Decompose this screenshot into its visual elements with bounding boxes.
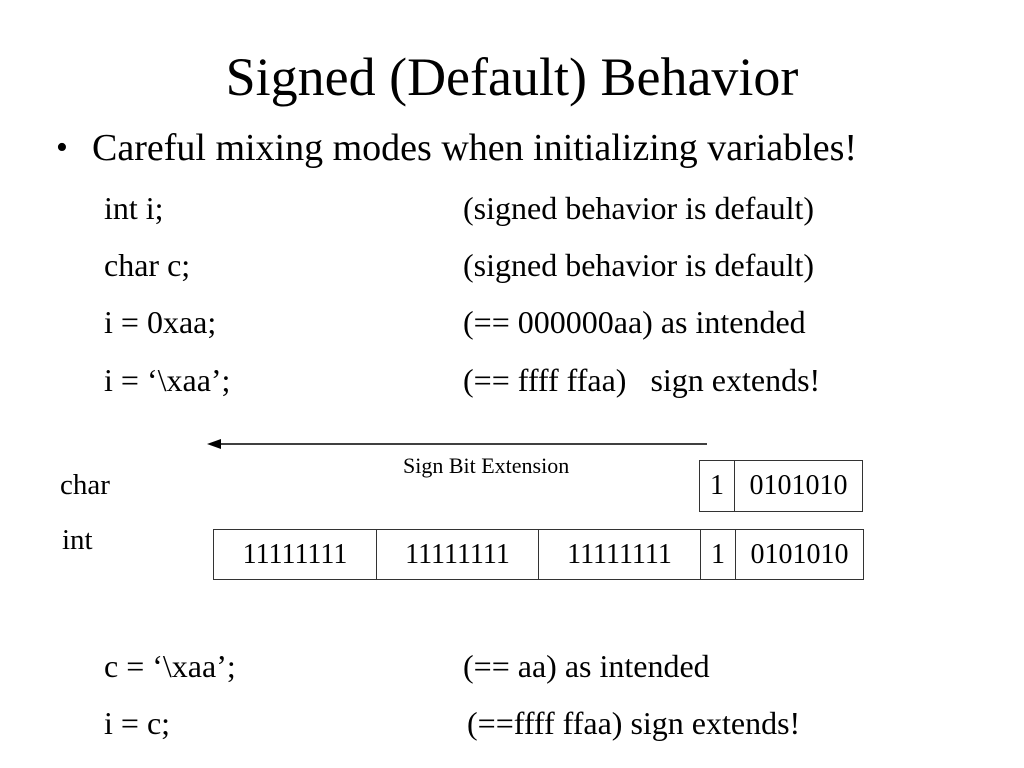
comment-int-decl: (signed behavior is default) (463, 190, 814, 226)
int-byte-cell: 11111111 (539, 530, 701, 579)
bullet-text: Careful mixing modes when initializing v… (92, 127, 858, 169)
int-sign-bit-cell: 1 (701, 530, 736, 579)
bullet-dot: • (56, 129, 68, 166)
int-bit-box: 11111111 11111111 11111111 1 0101010 (213, 529, 864, 580)
sign-bit-extension-label: Sign Bit Extension (403, 453, 570, 478)
code-assign-char-literal: i = ‘\xaa’; (104, 362, 231, 398)
code-char-decl: char c; (104, 247, 191, 283)
slide-title: Signed (Default) Behavior (225, 47, 799, 107)
char-label: char (60, 469, 110, 501)
int-label: int (62, 524, 93, 556)
int-value-bits-cell: 0101010 (750, 539, 849, 570)
comment-assign-hex: (== 000000aa) as intended (463, 304, 806, 340)
code-assign-int-from-char: i = c; (104, 705, 171, 741)
comment-assign-char-var: (== aa) as intended (463, 648, 710, 684)
char-sign-bit-cell: 1 (700, 461, 735, 511)
char-bit-box: 1 0101010 (699, 460, 863, 512)
char-value-bits-cell: 0101010 (749, 470, 848, 501)
code-assign-hex: i = 0xaa; (104, 304, 217, 340)
sign-extension-arrow (207, 439, 707, 449)
comment-char-decl: (signed behavior is default) (463, 247, 814, 283)
int-byte-cell: 11111111 (214, 530, 377, 579)
comment-assign-char-literal: (== ffff ffaa) sign extends! (463, 362, 821, 398)
comment-assign-int-from-char: (==ffff ffaa) sign extends! (467, 705, 801, 741)
int-byte-cell: 11111111 (377, 530, 539, 579)
code-assign-char-var: c = ‘\xaa’; (104, 648, 236, 684)
code-int-decl: int i; (104, 190, 164, 226)
